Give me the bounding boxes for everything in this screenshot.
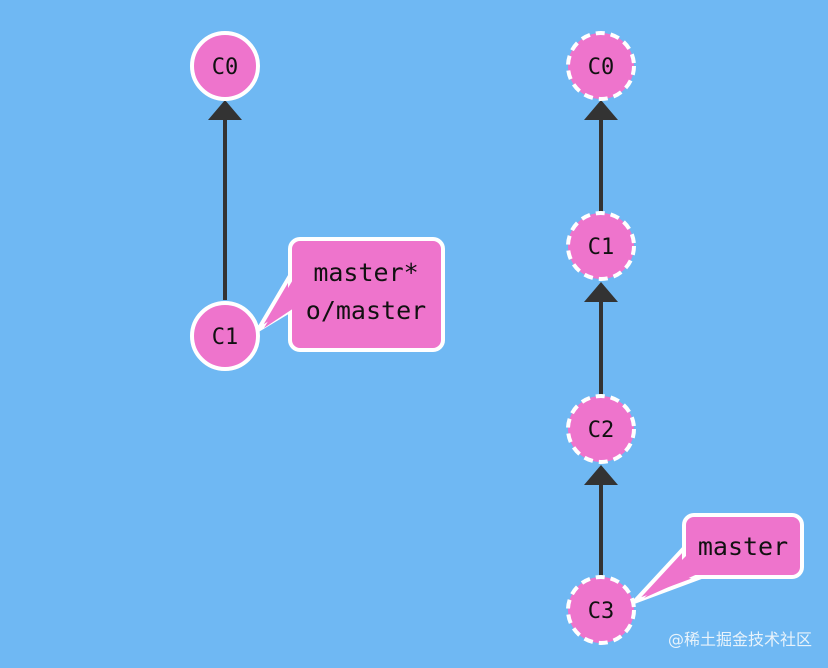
remote-commit-c2-label: C2: [588, 418, 615, 443]
local-branch-tag[interactable]: master* o/master: [256, 237, 445, 352]
local-commit-c1-label: C1: [212, 325, 239, 350]
remote-arrowhead-c1: [584, 282, 618, 302]
remote-commit-c3[interactable]: C3: [566, 575, 636, 645]
local-branch-tag-line-1: master*: [313, 258, 418, 287]
local-commit-c1[interactable]: C1: [190, 301, 260, 371]
remote-commit-c0[interactable]: C0: [566, 31, 636, 101]
remote-commit-c1[interactable]: C1: [566, 211, 636, 281]
remote-commit-c0-label: C0: [588, 55, 615, 80]
local-commit-c0[interactable]: C0: [190, 31, 260, 101]
remote-commit-c1-label: C1: [588, 235, 615, 260]
remote-branch-tag-line-1: master: [698, 532, 788, 561]
remote-repo: C0 C1 C2 C3 master: [566, 31, 804, 645]
remote-branch-tag[interactable]: master: [632, 513, 804, 604]
remote-commit-c3-label: C3: [588, 599, 615, 624]
local-repo: C0 C1 master* o/master: [190, 31, 445, 371]
local-branch-tag-line-2: o/master: [306, 296, 426, 325]
local-commit-c0-label: C0: [212, 55, 239, 80]
remote-arrowhead-c0: [584, 100, 618, 120]
remote-commit-c2[interactable]: C2: [566, 394, 636, 464]
remote-arrowhead-c2: [584, 465, 618, 485]
watermark: @稀土掘金技术社区: [668, 630, 812, 649]
local-arrowhead-c0: [208, 100, 242, 120]
